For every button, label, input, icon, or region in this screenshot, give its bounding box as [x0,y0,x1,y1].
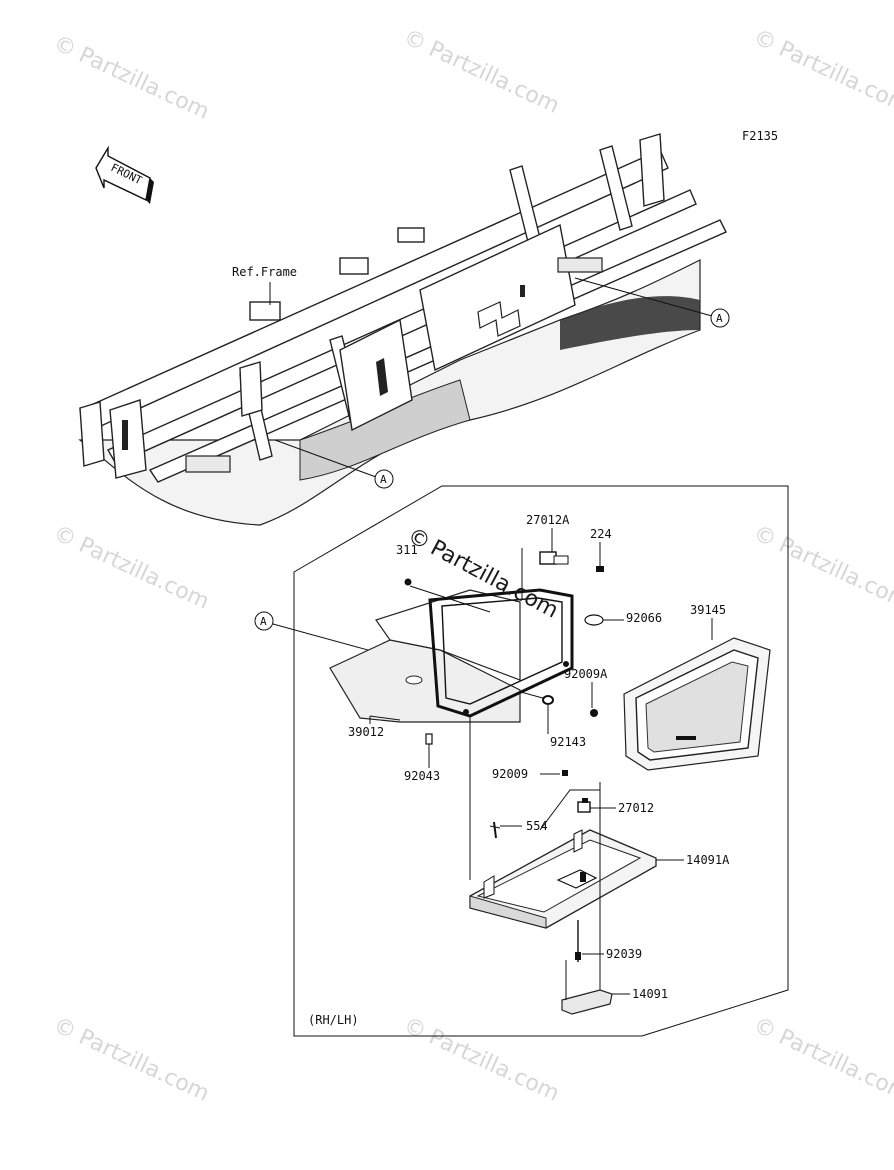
watermark: ©Partzilla.com [49,31,213,125]
watermark: ©Partzilla.com [399,1013,563,1107]
watermark: ©Partzilla.com [749,1013,894,1107]
label-39012: 39012 [348,725,384,739]
reference-marker-a: A [274,439,394,489]
label-224: 224 [590,527,612,541]
part-311-nut [404,578,412,586]
svg-text:A: A [260,615,267,628]
reference-marker-a: A [574,277,730,328]
label-92143: 92143 [550,735,586,749]
label-92043: 92043 [404,769,440,783]
label-27012: 27012 [618,801,654,815]
front-arrow-icon: FRONT [95,145,154,204]
part-14091A-tray [469,829,657,929]
part-frame-gasket [428,588,574,718]
part-224-screw [596,566,604,572]
svg-text:A: A [380,473,387,486]
watermark: ©Partzilla.com [49,1013,213,1107]
variant-label: (RH/LH) [308,1013,359,1027]
label-554: 554 [526,819,548,833]
label-92009: 92009 [492,767,528,781]
svg-text:A: A [716,312,723,325]
watermark: ©Partzilla.com [399,25,563,119]
watermark: ©Partzilla.com [749,25,894,119]
part-27012-latch [577,798,591,813]
ref-frame-label: Ref.Frame [232,265,297,279]
part-39012-housing [329,589,521,723]
part-92009A-bolt [590,709,598,717]
label-311: 311 [396,543,418,557]
part-92043-screw [425,733,433,745]
label-92039: 92039 [606,947,642,961]
figure-code: F2135 [742,129,778,143]
label-27012A: 27012A [526,513,570,527]
part-92143-collar [542,695,554,705]
part-92066-cap [584,614,604,626]
part-14091-handle [561,960,613,1015]
detail-box [293,485,789,1037]
label-92066: 92066 [626,611,662,625]
watermark: ©Partzilla.com [749,521,894,615]
frame-assembly [78,133,727,526]
label-92009A: 92009A [564,667,608,681]
part-92039-pin [575,920,581,962]
part-92009-screw [562,770,568,776]
label-39145: 39145 [690,603,726,617]
watermark: ©Partzilla.com [49,521,213,615]
part-39145-lid [623,637,771,771]
part-554-spring [489,821,501,839]
label-14091: 14091 [632,987,668,1001]
label-14091A: 14091A [686,853,730,867]
part-27012A-latch [521,548,569,600]
